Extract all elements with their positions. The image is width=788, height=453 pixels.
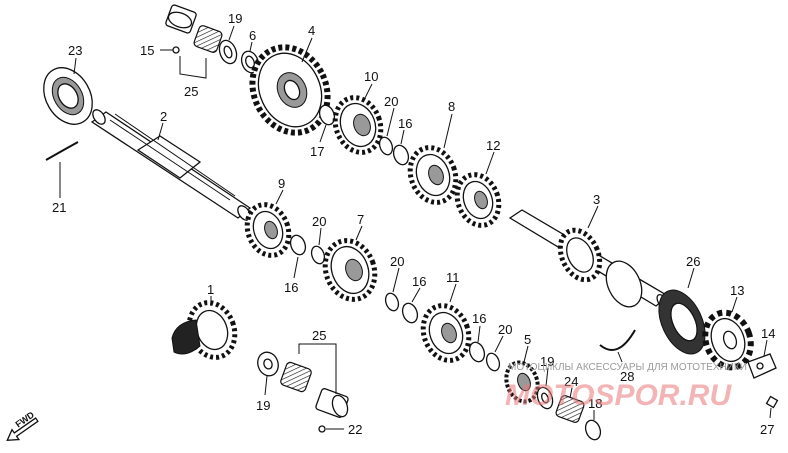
countershaft-3 [508,209,670,309]
bush-25-top [165,4,197,34]
label-22: 22 [348,422,362,437]
gear-5 [504,360,540,404]
label-24: 24 [564,374,578,389]
label-21: 21 [52,200,66,215]
circlip-28 [599,329,636,351]
label-17: 17 [310,144,324,159]
plate-14 [747,353,777,379]
label-12: 12 [486,138,500,153]
label-20-mid: 20 [312,214,326,229]
gear-4 [249,44,331,136]
washer-16-bottom [468,341,486,363]
bolt-27 [765,395,779,409]
label-10: 10 [364,69,378,84]
gear-7 [322,238,378,302]
label-20-bottom: 20 [498,322,512,337]
label-16-bottom: 16 [472,311,486,326]
gear-12 [454,172,502,228]
label-26: 26 [686,254,700,269]
circlip-20-mid [310,245,326,265]
label-3: 3 [593,192,600,207]
label-6: 6 [249,28,256,43]
washer-16-mid [289,234,307,256]
label-25-bottom: 25 [312,328,326,343]
gear-1 [171,300,238,360]
label-19-bottom-right: 19 [540,354,554,369]
circlip-20-lower [384,292,400,312]
pin-15 [172,46,180,54]
callout-labels: 23 15 25 19 6 4 10 20 17 16 8 12 2 21 9 … [52,11,775,437]
watermark: МОТОЦИКЛЫ АКСЕССУАРЫ ДЛЯ МОТОТЕХНИКИ MOT… [505,362,747,412]
label-14: 14 [761,326,775,341]
label-19-top: 19 [228,11,242,26]
washer-16-top [392,144,410,166]
washer-19-bottom-right [536,386,554,410]
fwd-indicator: FWD [6,409,39,442]
label-7: 7 [357,212,364,227]
label-19-bottom-left: 19 [256,398,270,413]
label-4: 4 [308,23,315,38]
gear-10 [332,95,384,155]
label-16-mid: 16 [284,280,298,295]
label-11: 11 [446,270,460,285]
needle-bearing-24 [555,395,585,423]
label-23: 23 [68,43,82,58]
bush-25-bottom [315,388,349,418]
circlip-20-top [378,136,394,156]
label-15: 15 [140,43,154,58]
gear-8 [407,145,459,205]
sprocket-13 [702,309,754,371]
label-1: 1 [207,282,214,297]
circlip-21 [45,141,79,161]
washer-19-top [218,39,238,65]
needle-bearing-25-bottom [280,361,312,393]
label-8: 8 [448,99,455,114]
seal-26 [658,289,706,355]
label-28: 28 [620,369,634,384]
label-16-top: 16 [398,116,412,131]
leader-lines [59,25,772,430]
label-5: 5 [524,332,531,347]
label-25-top: 25 [184,84,198,99]
gear-9 [244,202,292,258]
watermark-tagline: МОТОЦИКЛЫ АКСЕССУАРЫ ДЛЯ МОТОТЕХНИКИ [508,362,747,373]
label-20-lower: 20 [390,254,404,269]
mainshaft-2 [90,109,252,221]
label-2: 2 [160,109,167,124]
pin-22 [318,425,326,433]
label-20-top: 20 [384,94,398,109]
label-27: 27 [760,422,774,437]
needle-bearing-25-top [193,25,223,53]
washer-19-bottom-left [257,351,279,377]
circlip-17 [318,104,336,126]
label-13: 13 [730,283,744,298]
label-9: 9 [278,176,285,191]
circlip-20-bottom [485,352,501,372]
label-18: 18 [588,396,602,411]
gear-11 [420,303,472,363]
bearing-23 [43,67,93,125]
washer-16-lower [401,302,419,324]
watermark-site: MOTOSPOR.RU [505,379,732,412]
bushing-18 [584,419,602,441]
label-16-lower: 16 [412,274,426,289]
